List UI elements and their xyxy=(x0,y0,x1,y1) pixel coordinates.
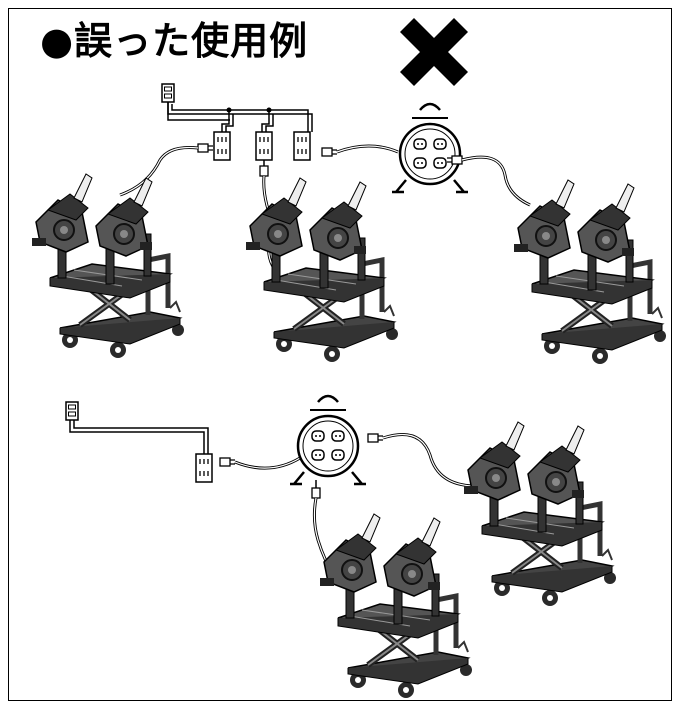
page-title: ●誤った使用例 xyxy=(40,19,309,63)
outlet-icon xyxy=(213,131,231,161)
wall-outlet-icon xyxy=(65,401,79,421)
pitching-machine-icon xyxy=(464,422,616,606)
cord-reel-icon xyxy=(288,394,368,486)
outlet-icon xyxy=(293,131,311,161)
pitching-machine-icon xyxy=(246,178,398,362)
outlet-icon xyxy=(195,453,213,483)
cord-reel-icon xyxy=(390,102,470,194)
outlet-icon xyxy=(255,131,273,161)
cross-mark-icon xyxy=(400,18,468,86)
bottom-scenario xyxy=(65,394,616,698)
pitching-machine-icon xyxy=(320,514,472,698)
top-scenario xyxy=(32,83,666,364)
wall-outlet-icon xyxy=(161,83,175,103)
pitching-machine-icon xyxy=(32,174,184,358)
pitching-machine-icon xyxy=(514,180,666,364)
